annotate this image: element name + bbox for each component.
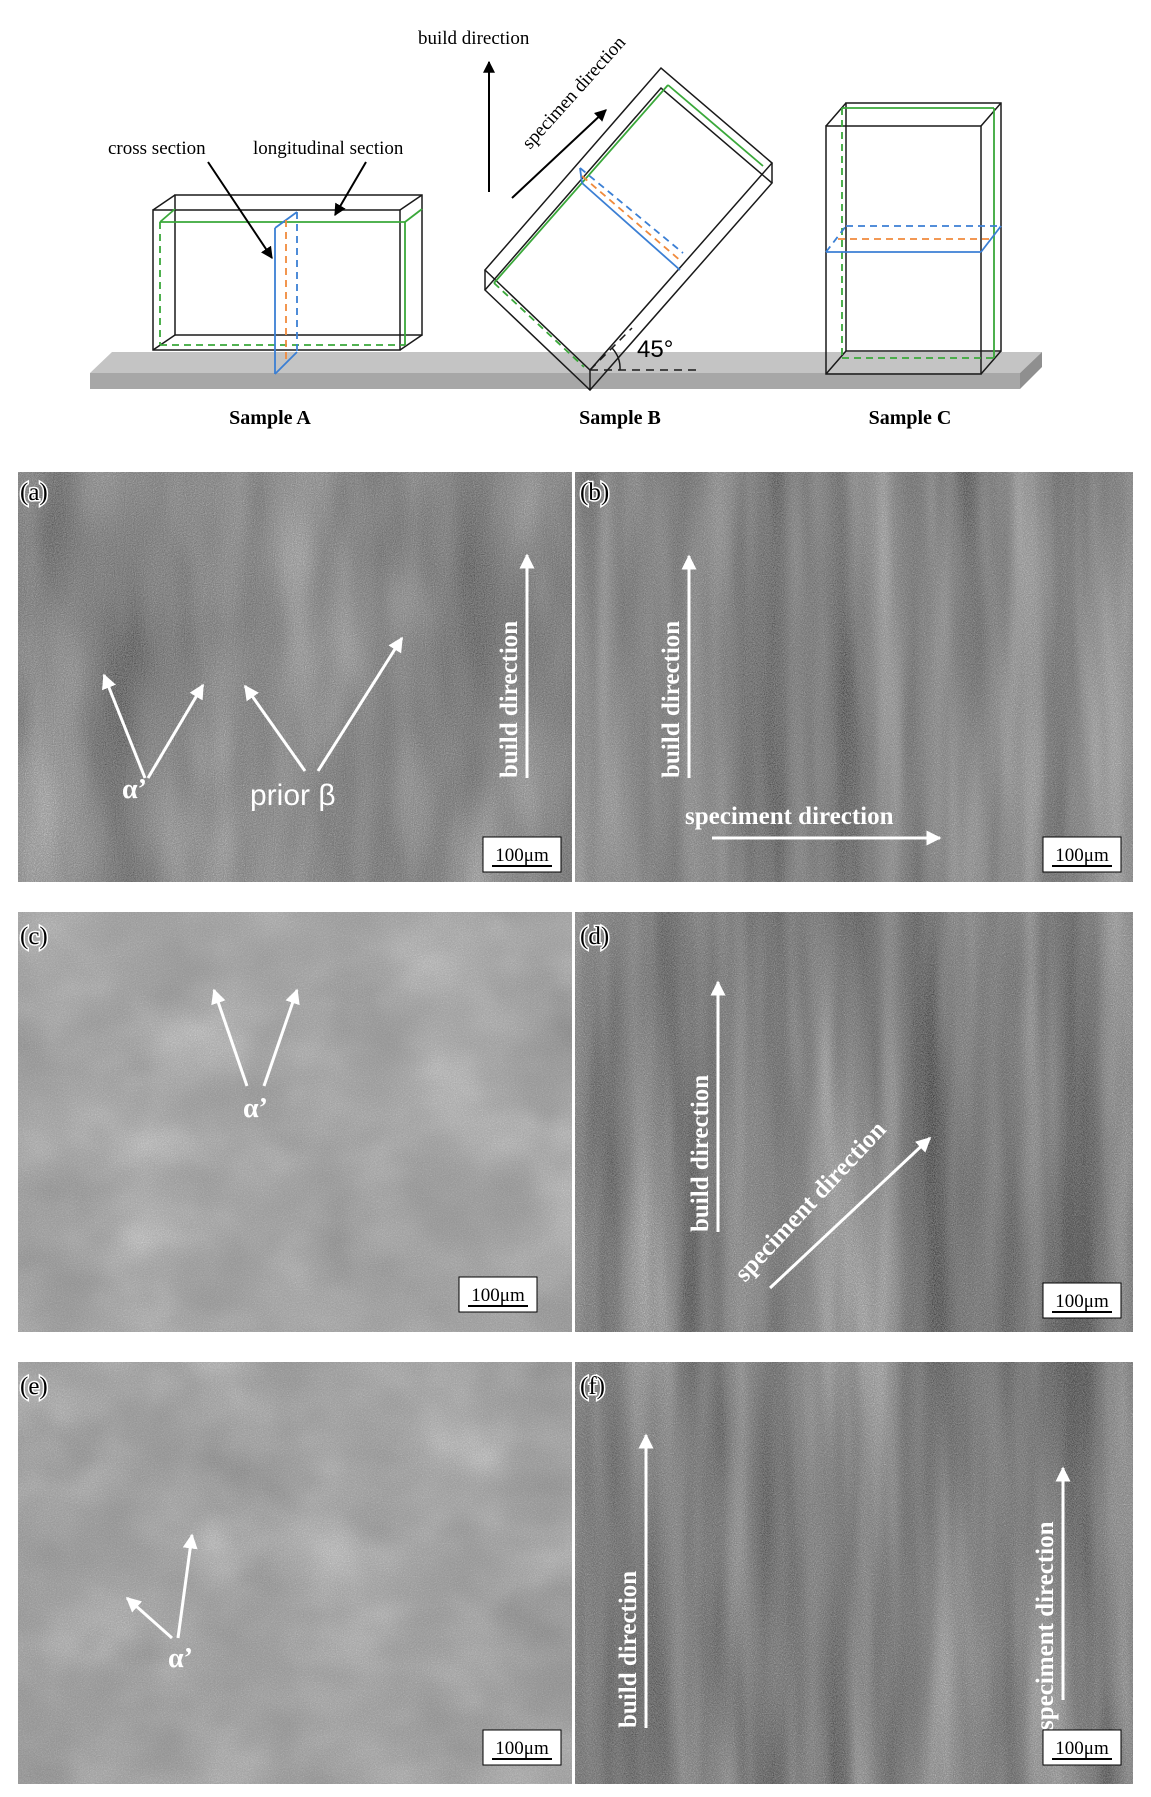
panel-b-letter: (b) bbox=[580, 479, 609, 506]
scale-bar-b: 100μm bbox=[1042, 836, 1122, 873]
micrograph-b bbox=[575, 472, 1133, 882]
scale-bar-d: 100μm bbox=[1042, 1282, 1122, 1319]
svg-text:100μm: 100μm bbox=[1055, 1738, 1109, 1759]
specimen-direction-label-f: speciment direction bbox=[1032, 1521, 1059, 1730]
panel-c: (c) α’ 100μm bbox=[18, 912, 572, 1332]
svg-text:100μm: 100μm bbox=[495, 1738, 549, 1759]
sample-a-block bbox=[152, 194, 423, 375]
alpha-prime-label-e: α’ bbox=[168, 1643, 193, 1674]
longitudinal-section-label: longitudinal section bbox=[253, 138, 404, 159]
build-direction-label-a: build direction bbox=[496, 621, 523, 778]
cross-section-arrow bbox=[207, 161, 273, 259]
scale-bar-c: 100μm bbox=[458, 1276, 538, 1313]
scale-bar-e: 100μm bbox=[482, 1729, 562, 1766]
build-platform bbox=[90, 352, 1042, 389]
sample-a-label: Sample A bbox=[229, 407, 311, 429]
cross-section-label: cross section bbox=[108, 138, 206, 159]
micrograph-d bbox=[575, 912, 1133, 1332]
svg-text:100μm: 100μm bbox=[471, 1285, 525, 1306]
micrograph-a bbox=[18, 472, 572, 882]
longitudinal-section-arrow bbox=[334, 161, 367, 217]
panel-d: (d) build direction speciment direction … bbox=[575, 912, 1133, 1332]
scale-bar-f: 100μm bbox=[1042, 1729, 1122, 1766]
sample-b-label: Sample B bbox=[579, 407, 661, 429]
panel-c-letter: (c) bbox=[20, 923, 48, 950]
panel-e-letter: (e) bbox=[20, 1373, 48, 1400]
specimen-direction-arrow bbox=[511, 109, 607, 199]
panel-e: (e) α’ 100μm bbox=[18, 1362, 572, 1784]
panel-f-letter: (f) bbox=[580, 1373, 605, 1400]
svg-text:100μm: 100μm bbox=[1055, 845, 1109, 866]
specimen-direction-label-b: speciment direction bbox=[685, 803, 894, 830]
micrograph-e bbox=[18, 1362, 572, 1784]
panel-f: (f) build direction speciment direction … bbox=[575, 1362, 1133, 1784]
build-direction-label-d: build direction bbox=[687, 1075, 714, 1232]
panel-a: (a) α’ prior β build direction 100μm bbox=[18, 472, 572, 882]
sample-c-block bbox=[825, 102, 1002, 375]
alpha-prime-label-a: α’ bbox=[122, 774, 147, 805]
sample-c-label: Sample C bbox=[869, 407, 952, 429]
prior-beta-label: prior β bbox=[250, 779, 336, 812]
angle-label: 45° bbox=[637, 336, 673, 363]
build-direction-label-f: build direction bbox=[615, 1571, 642, 1728]
panel-a-letter: (a) bbox=[20, 479, 48, 506]
build-direction-label-b: build direction bbox=[658, 621, 685, 778]
scale-bar-a: 100μm bbox=[482, 836, 562, 873]
svg-text:100μm: 100μm bbox=[495, 845, 549, 866]
micrograph-c bbox=[18, 912, 572, 1332]
panel-b: (b) build direction speciment direction … bbox=[575, 472, 1133, 882]
micrograph-f bbox=[575, 1362, 1133, 1784]
alpha-prime-label-c: α’ bbox=[243, 1093, 268, 1124]
panel-d-letter: (d) bbox=[580, 923, 609, 950]
specimen-direction-label: specimen direction bbox=[518, 32, 630, 153]
sample-b-block bbox=[483, 66, 774, 392]
schematic: build direction specimen direction cross… bbox=[90, 28, 1042, 429]
svg-text:100μm: 100μm bbox=[1055, 1291, 1109, 1312]
build-direction-label: build direction bbox=[418, 28, 530, 49]
